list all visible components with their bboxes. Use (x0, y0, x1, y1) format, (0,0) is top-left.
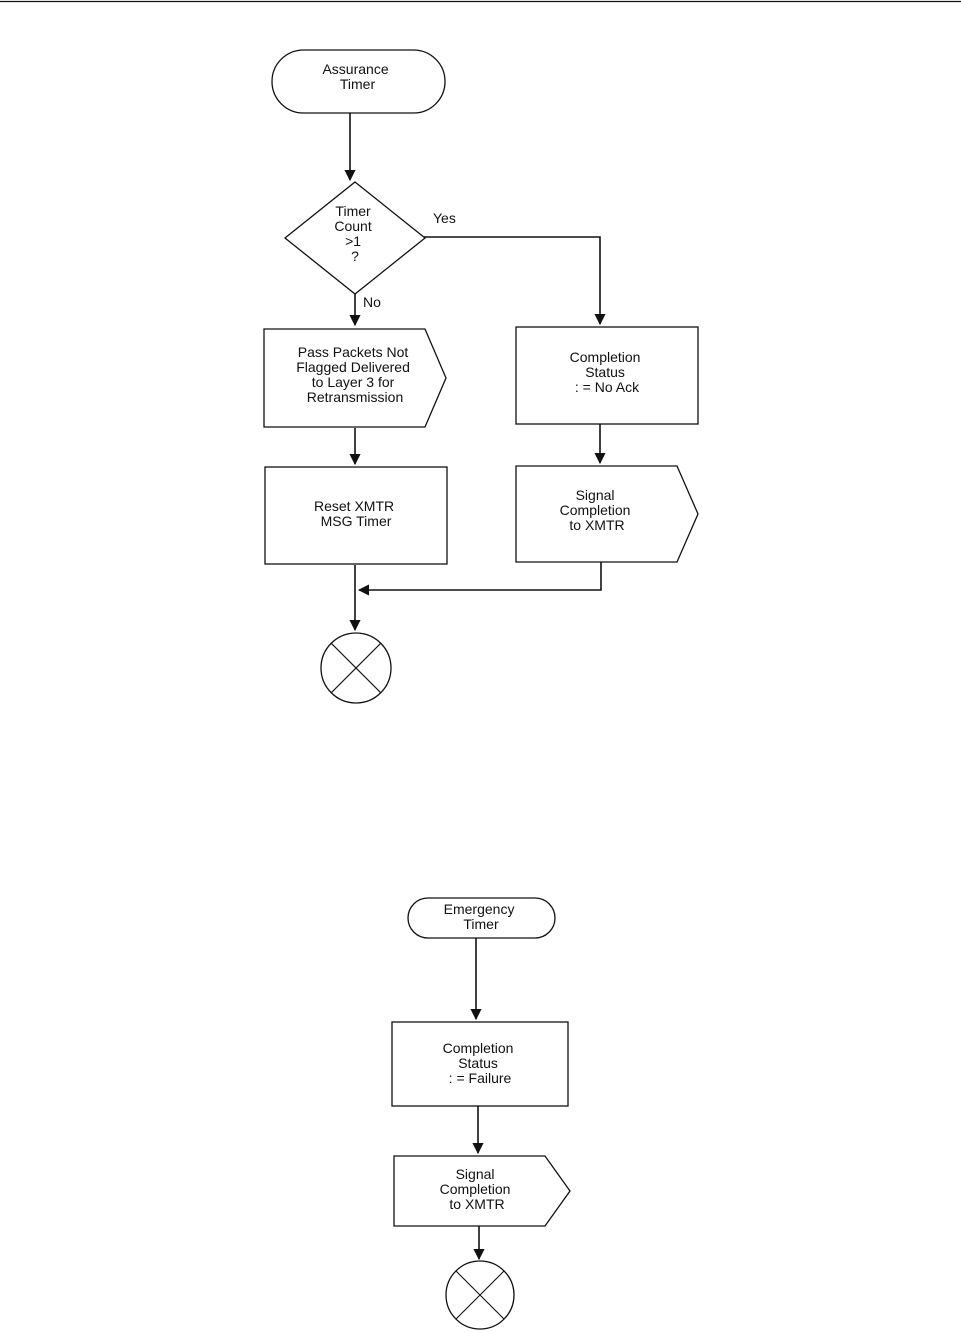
step-label: Signal Completion to XMTR (440, 1166, 515, 1212)
process-shape (264, 466, 448, 565)
timer-count-decision: Timer Count >1 ? (283, 181, 427, 295)
end-connector-icon (320, 632, 392, 704)
decision-diamond (283, 181, 427, 295)
edge-decision-yes (424, 236, 606, 326)
output-shape (393, 1155, 571, 1227)
process-shape (391, 1021, 569, 1107)
output-shape (263, 328, 447, 428)
no-branch-label: No (363, 294, 381, 310)
step-label: Pass Packets Not Flagged Delivered to La… (296, 344, 414, 405)
completion-status-no-ack-step: Completion Status : = No Ack (515, 326, 699, 425)
pass-packets-step: Pass Packets Not Flagged Delivered to La… (263, 328, 447, 428)
assurance-timer-flowchart: Assurance Timer Timer Count >1 ? Yes No … (263, 49, 699, 704)
step-label: Completion Status : = No Ack (570, 349, 645, 395)
decision-label: Timer Count >1 ? (334, 203, 375, 264)
emergency-timer-flowchart: Emergency Timer Completion Status : = Fa… (391, 897, 571, 1330)
yes-branch-label: Yes (433, 210, 456, 226)
assurance-edges (344, 113, 606, 632)
completion-status-failure-step: Completion Status : = Failure (391, 1021, 569, 1107)
reset-xmtr-timer-step: Reset XMTR MSG Timer (264, 466, 448, 565)
edge-signal-to-merge (357, 562, 602, 596)
terminal-shape (407, 897, 556, 939)
step-label: Reset XMTR MSG Timer (314, 498, 398, 529)
terminal-shape (271, 49, 446, 114)
signal-completion-step: Signal Completion to XMTR (393, 1155, 571, 1227)
output-shape (515, 465, 699, 563)
step-label: Completion Status : = Failure (443, 1040, 518, 1086)
assurance-timer-start-node: Assurance Timer (271, 49, 446, 114)
signal-completion-step: Signal Completion to XMTR (515, 465, 699, 563)
terminal-label: Assurance Timer (322, 61, 392, 92)
process-shape (515, 326, 699, 425)
end-connector-icon (445, 1260, 515, 1330)
step-label: Signal Completion to XMTR (560, 487, 635, 533)
emergency-edges (470, 938, 485, 1261)
emergency-timer-start-node: Emergency Timer (407, 897, 556, 939)
terminal-label: Emergency Timer (444, 901, 519, 932)
